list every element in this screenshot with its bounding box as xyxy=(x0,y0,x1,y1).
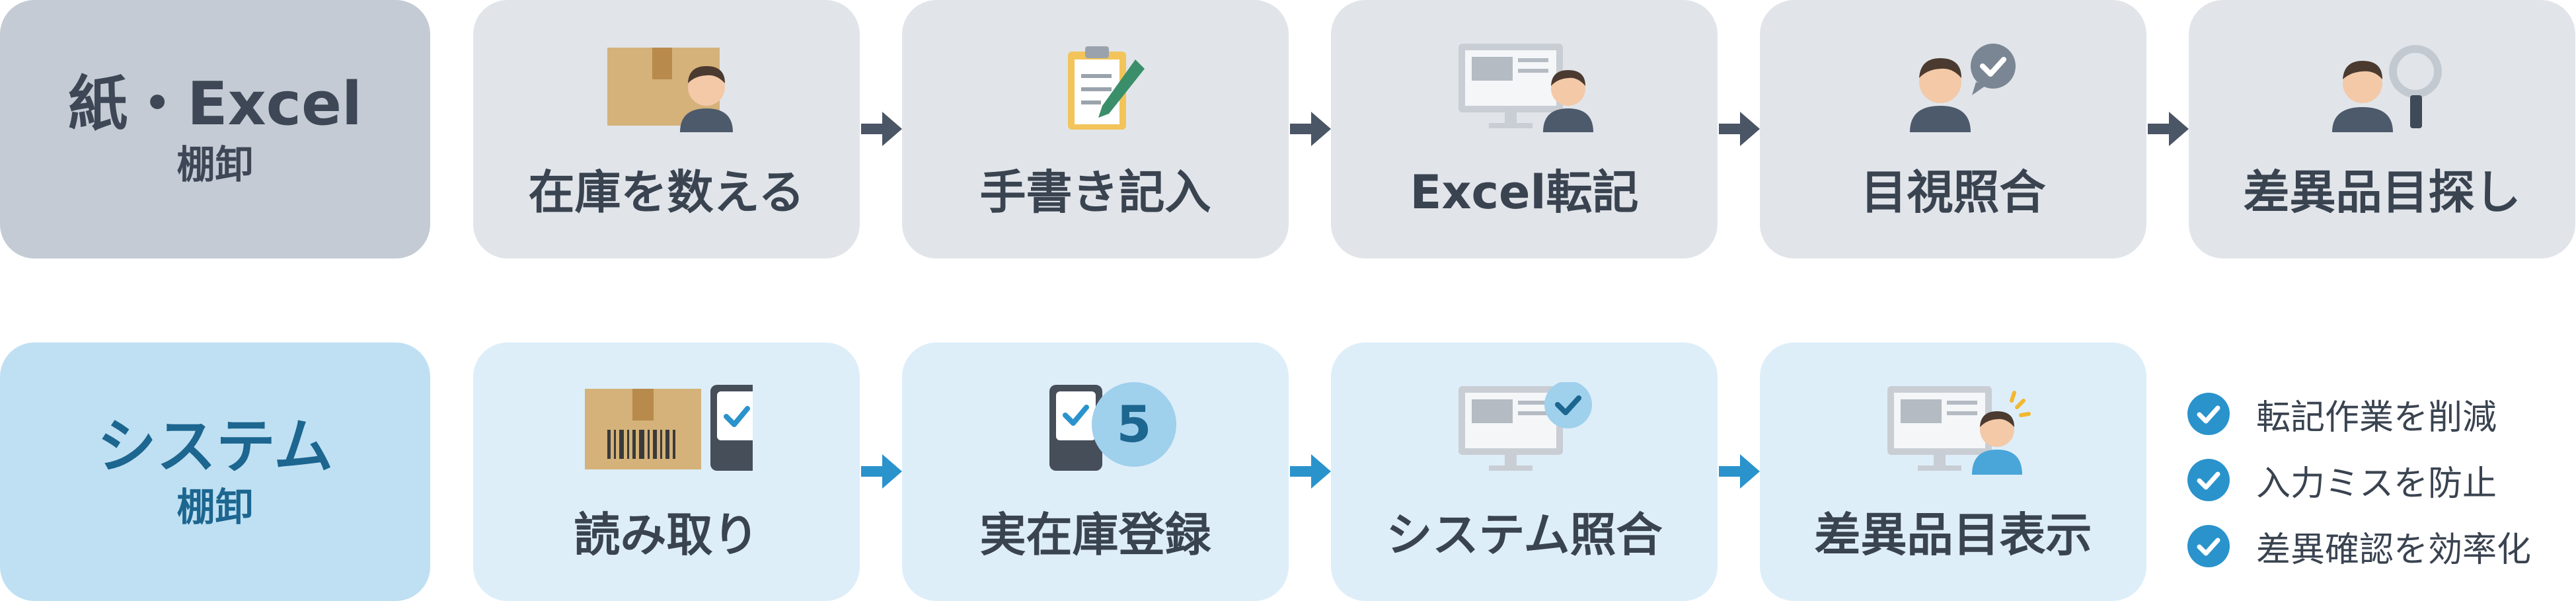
barcode-scanner-icon xyxy=(584,385,753,471)
system-row-label: システム 棚卸 xyxy=(0,342,430,601)
benefit-item: 転記作業を削減 xyxy=(2187,381,2564,447)
benefit-text: 転記作業を削減 xyxy=(2256,397,2497,438)
step-label: 目視照合 xyxy=(1860,165,2046,220)
paper-arrow-2 xyxy=(1290,112,1331,146)
system-inventory-row: システム 棚卸 読み取り xyxy=(0,342,2576,601)
step-label: Excel転記 xyxy=(1410,165,1639,220)
paper-step-excel: Excel転記 xyxy=(1331,0,1718,259)
system-arrow-3 xyxy=(1719,454,1760,489)
paper-arrow-4 xyxy=(2148,112,2189,146)
step-label: 在庫を数える xyxy=(528,165,805,220)
paper-inventory-row: 紙・Excel 棚卸 在庫を数える 手書き記入 xyxy=(0,0,2576,259)
system-arrow-1 xyxy=(861,454,902,489)
system-step-register: 5 実在庫登録 xyxy=(902,342,1289,601)
monitor-check-icon xyxy=(1458,382,1592,471)
count-badge: 5 xyxy=(1116,395,1151,454)
step-label: 実在庫登録 xyxy=(979,508,1211,562)
paper-step-visual-check: 目視照合 xyxy=(1760,0,2146,259)
paper-row-label: 紙・Excel 棚卸 xyxy=(0,0,430,259)
person-magnifier-icon xyxy=(2331,45,2442,132)
benefits-list: 転記作業を削減 入力ミスを防止 差異確認を効率化 xyxy=(2187,381,2564,579)
paper-step-count: 在庫を数える xyxy=(473,0,860,259)
system-step-show-diff: 差異品目表示 xyxy=(1760,342,2146,601)
system-row-subtitle: 棚卸 xyxy=(176,485,254,530)
benefit-item: 入力ミスを防止 xyxy=(2187,447,2564,513)
paper-row-subtitle: 棚卸 xyxy=(176,142,254,188)
scanner-count-icon: 5 xyxy=(1049,382,1176,471)
system-step-match: システム照合 xyxy=(1331,342,1718,601)
person-check-icon xyxy=(1909,44,2016,132)
system-step-scan: 読み取り xyxy=(473,342,860,601)
paper-arrow-3 xyxy=(1719,112,1760,146)
check-circle-icon xyxy=(2187,525,2230,567)
step-label: 手書き記入 xyxy=(979,165,1211,220)
step-label: システム照合 xyxy=(1386,508,1663,562)
system-arrow-2 xyxy=(1290,454,1331,489)
paper-arrow-1 xyxy=(861,112,902,146)
benefit-item: 差異確認を効率化 xyxy=(2187,513,2564,579)
step-label: 差異品目表示 xyxy=(1814,508,2092,562)
clipboard-pen-icon xyxy=(1067,46,1145,130)
step-label: 差異品目探し xyxy=(2243,165,2521,220)
system-row-title: システム xyxy=(96,411,334,481)
box-person-icon xyxy=(607,48,733,132)
paper-step-handwrite: 手書き記入 xyxy=(902,0,1289,259)
check-circle-icon xyxy=(2187,459,2230,501)
monitor-alert-person-icon xyxy=(1887,386,2031,475)
monitor-person-icon xyxy=(1458,44,1593,132)
paper-step-find-diff: 差異品目探し xyxy=(2189,0,2575,259)
benefit-text: 差異確認を効率化 xyxy=(2256,530,2532,570)
check-circle-icon xyxy=(2187,393,2230,435)
step-label: 読み取り xyxy=(574,508,759,562)
benefit-text: 入力ミスを防止 xyxy=(2256,463,2497,504)
paper-row-title: 紙・Excel xyxy=(68,69,362,139)
